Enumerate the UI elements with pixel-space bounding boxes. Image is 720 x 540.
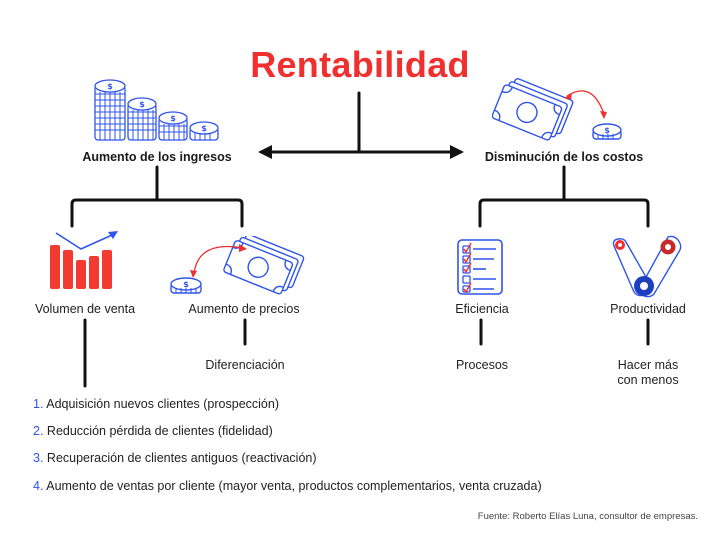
list-number: 4. xyxy=(33,479,44,493)
node-productividad: Productividad xyxy=(610,302,686,316)
list-text: Reducción pérdida de clientes (fidelidad… xyxy=(46,424,273,438)
node-volumen-de-venta: Volumen de venta xyxy=(34,302,136,316)
node-hacer-mas: Hacer más xyxy=(617,358,679,372)
list-number: 3. xyxy=(33,451,44,465)
right-bracket-line xyxy=(478,198,650,228)
list-item: 3. Recuperación de clientes antiguos (re… xyxy=(33,451,317,465)
left-bracket-line xyxy=(70,198,244,228)
source-note: Fuente: Roberto Elías Luna, consultor de… xyxy=(477,511,698,522)
list-text: Aumento de ventas por cliente (mayor ven… xyxy=(46,479,542,493)
list-number: 1. xyxy=(33,397,44,411)
list-number: 2. xyxy=(33,424,44,438)
banknotes-coin-exchange-icon: $ xyxy=(170,236,305,295)
svg-text:$: $ xyxy=(170,114,176,123)
branch-label-costos: Disminución de los costos xyxy=(484,150,644,164)
svg-text:$: $ xyxy=(107,82,113,91)
diagram-title: Rentabilidad xyxy=(250,44,470,85)
arrow-left-head xyxy=(258,145,272,159)
svg-text:$: $ xyxy=(201,124,207,133)
list-text: Recuperación de clientes antiguos (react… xyxy=(46,451,317,465)
svg-text:$: $ xyxy=(604,126,610,135)
node-diferenciacion: Diferenciación xyxy=(205,358,285,372)
node-aumento-de-precios: Aumento de precios xyxy=(188,302,300,316)
list-item: 1. Adquisición nuevos clientes (prospecc… xyxy=(33,397,279,411)
banknotes-coin-exchange-icon: $ xyxy=(492,78,622,141)
checklist-icon xyxy=(457,239,503,295)
coin-stacks-icon: $ $ $ $ xyxy=(94,79,219,141)
list-item: 2. Reducción pérdida de clientes (fideli… xyxy=(33,424,273,438)
list-item: 4. Aumento de ventas por cliente (mayor … xyxy=(33,479,542,493)
node-con-menos: con menos xyxy=(617,373,679,387)
bar-chart-trend-icon xyxy=(50,231,118,289)
branch-label-ingresos: Aumento de los ingresos xyxy=(82,150,232,164)
node-eficiencia: Eficiencia xyxy=(455,302,509,316)
arrow-right-head xyxy=(450,145,464,159)
svg-text:$: $ xyxy=(183,280,189,289)
gears-belt-icon xyxy=(612,235,682,298)
node-procesos: Procesos xyxy=(455,358,509,372)
list-text: Adquisición nuevos clientes (prospección… xyxy=(46,397,279,411)
svg-text:$: $ xyxy=(139,100,145,109)
